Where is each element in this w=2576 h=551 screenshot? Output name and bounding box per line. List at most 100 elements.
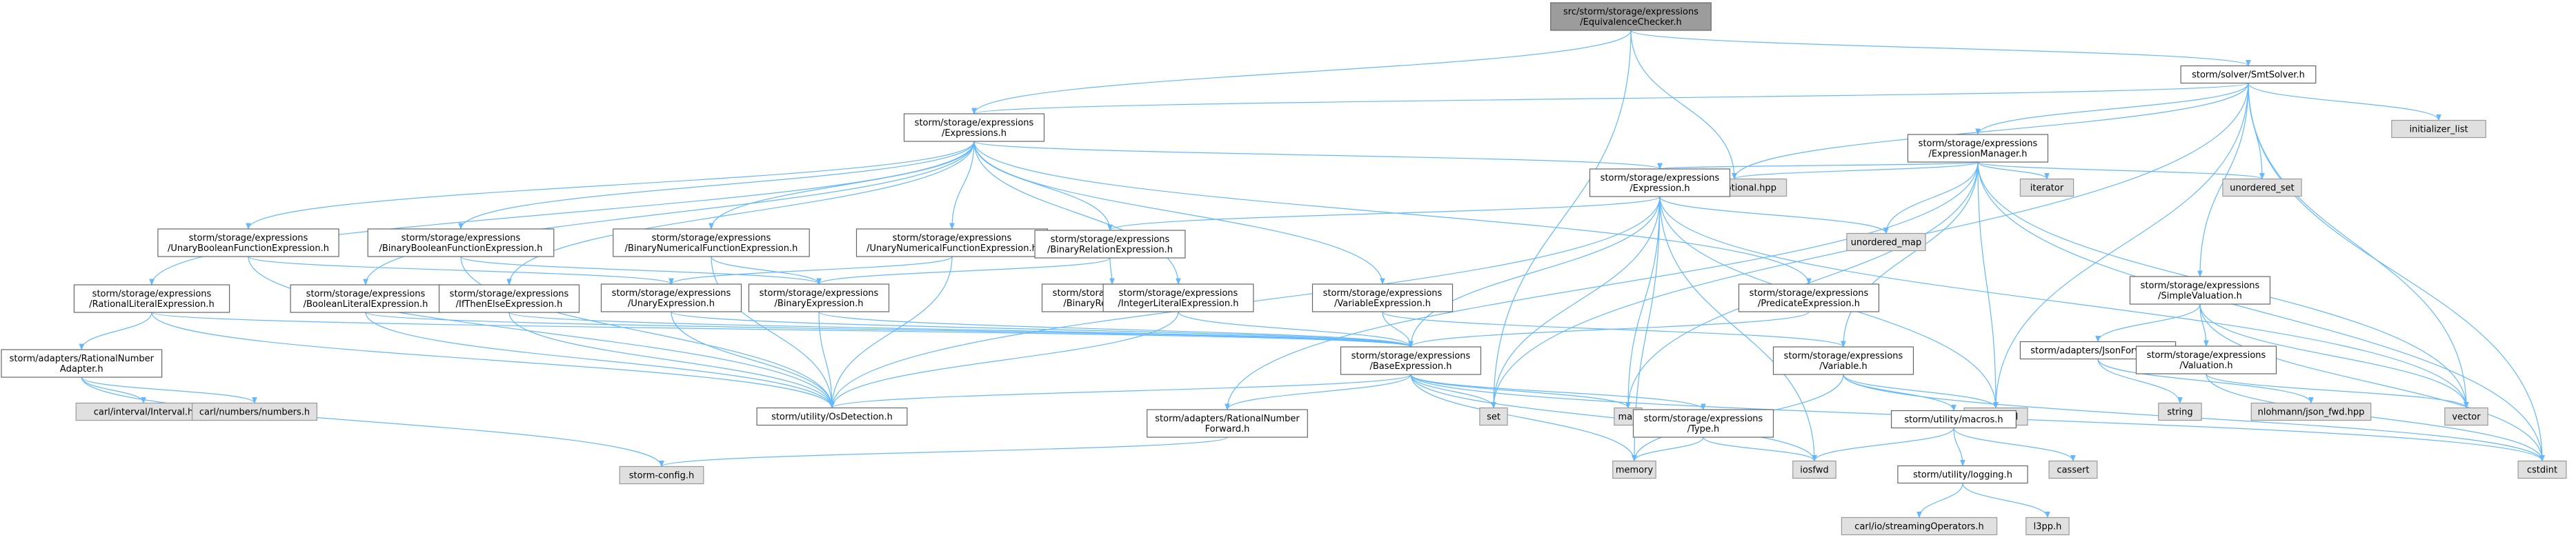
node-box	[1311, 283, 1454, 312]
node-storm-storage-expressions-unarybooleanfunctionexpression-h[interactable]: storm/storage/expressions/UnaryBooleanFu…	[157, 228, 339, 257]
node-box	[1589, 168, 1731, 197]
node-label-line: storm/storage/expressions	[189, 233, 308, 243]
node-label-line: carl/numbers/numbers.h	[199, 408, 310, 418]
node-label-line: storm/adapters/RationalNumber	[1155, 414, 1300, 424]
node-storm-storage-expressions-variableexpression-h[interactable]: storm/storage/expressions/VariableExpres…	[1311, 283, 1454, 312]
node-storm-storage-expressions-booleanliteralexpression-h[interactable]: storm/storage/expressions/BooleanLiteral…	[290, 284, 442, 313]
node-storm-utility-osdetection-h[interactable]: storm/utility/OsDetection.h	[756, 407, 908, 426]
node-carl-numbers-numbers-h[interactable]: carl/numbers/numbers.h	[192, 402, 318, 421]
node-src-storm-storage-expressions-equivalencechecker-h[interactable]: src/storm/storage/expressions/Equivalenc…	[1550, 2, 1712, 31]
node-box	[1632, 409, 1774, 438]
node-storm-storage-expressions-binarybooleanfunctionexpression-h[interactable]: storm/storage/expressions/BinaryBooleanF…	[367, 228, 555, 257]
node-label-line: initializer_list	[2409, 125, 2468, 135]
node-label-line: iosfwd	[1800, 465, 1829, 476]
node-storm-storage-expressions-unaryexpression-h[interactable]: storm/storage/expressions/UnaryExpressio…	[600, 283, 742, 312]
node-label-line: carl/interval/Interval.h	[94, 408, 194, 418]
node-unordered-map[interactable]: unordered_map	[1846, 232, 1926, 252]
node-label-line: /BinaryNumericalFunctionExpression.h	[625, 243, 798, 254]
node-label-line: /PredicateExpression.h	[1758, 299, 1860, 309]
node-vector[interactable]: vector	[2444, 407, 2488, 426]
edge-n1-n5	[2248, 83, 2441, 121]
edge-n0-n33	[1491, 30, 1632, 409]
node-storm-config-h[interactable]: storm-config.h	[619, 465, 704, 485]
edge-n3-n7	[1977, 161, 2265, 180]
node-storm-utility-macros-h[interactable]: storm/utility/macros.h	[1891, 410, 2017, 429]
edge-n40-n43	[1632, 437, 1704, 462]
node-storm-storage-expressions-type-h[interactable]: storm/storage/expressions/Type.h	[1632, 409, 1774, 438]
node-storm-storage-expressions-valuation-h[interactable]: storm/storage/expressions/Valuation.h	[2135, 345, 2277, 374]
node-box	[2135, 345, 2277, 374]
edge-n2-n21	[973, 141, 1181, 285]
edge-n14-n20	[1109, 257, 1115, 285]
edge-n24-n46	[2199, 303, 2545, 462]
node-box	[192, 402, 318, 421]
node-iosfwd[interactable]: iosfwd	[1792, 460, 1836, 479]
node-label-line: Forward.h	[1205, 424, 1250, 434]
node-carl-interval-interval-h[interactable]: carl/interval/Interval.h	[75, 402, 212, 421]
node-l3pp-h[interactable]: l3pp.h	[2025, 517, 2070, 536]
node-storm-storage-expressions-variable-h[interactable]: storm/storage/expressions/Variable.h	[1772, 346, 1914, 375]
node-storm-storage-expressions-binaryrelationexpression-h[interactable]: storm/storage/expressions/BinaryRelation…	[1034, 230, 1186, 259]
node-label-line: storm/storage/expressions	[760, 288, 879, 299]
node-storm-utility-logging-h[interactable]: storm/utility/logging.h	[1897, 465, 2028, 484]
node-box	[748, 283, 890, 312]
node-label-line: storm/storage/expressions	[652, 233, 771, 243]
node-storm-storage-expressions-expressions-h[interactable]: storm/storage/expressions/Expressions.h	[903, 113, 1045, 142]
node-label-line: storm/storage/expressions	[1784, 351, 1903, 361]
node-storm-storage-expressions-binarynumericalfunctionexpression-h[interactable]: storm/storage/expressions/BinaryNumerica…	[613, 228, 810, 257]
node-storm-storage-expressions-integerliteralexpression-h[interactable]: storm/storage/expressions/IntegerLiteral…	[1102, 283, 1254, 312]
edge-n17-n32	[508, 312, 835, 409]
node-box	[2025, 517, 2070, 536]
node-label-line: l3pp.h	[2034, 522, 2062, 532]
node-storm-solver-smtsolver-h[interactable]: storm/solver/SmtSolver.h	[2180, 65, 2317, 84]
node-box	[619, 465, 704, 485]
node-box	[1102, 283, 1254, 312]
edge-n40-n44	[1703, 437, 1817, 462]
edge-n13-n32	[829, 256, 953, 409]
node-box	[1738, 283, 1880, 312]
node-storm-storage-expressions-expression-h[interactable]: storm/storage/expressions/Expression.h	[1589, 168, 1731, 197]
node-storm-storage-expressions-rationalliteralexpression-h[interactable]: storm/storage/expressions/RationalLitera…	[73, 284, 230, 313]
edge-n25-n42	[81, 377, 664, 468]
node-cassert[interactable]: cassert	[2048, 460, 2098, 479]
node-label-line: storm/storage/expressions	[915, 118, 1034, 128]
node-label-line: storm/solver/SmtSolver.h	[2192, 70, 2305, 81]
node-label-line: carl/io/streamingOperators.h	[1854, 522, 1983, 532]
node-box	[73, 284, 230, 313]
node-string[interactable]: string	[2158, 402, 2202, 421]
node-label-line: storm/utility/logging.h	[1913, 470, 2012, 481]
node-carl-io-streamingoperators-h[interactable]: carl/io/streamingOperators.h	[1841, 517, 1998, 536]
edge-n11-n32	[460, 256, 835, 409]
node-set[interactable]: set	[1479, 407, 1508, 426]
node-box	[1897, 465, 2028, 484]
node-cstdint[interactable]: cstdint	[2517, 460, 2567, 479]
edge-n11-n19	[460, 256, 822, 285]
node-storm-storage-expressions-baseexpression-h[interactable]: storm/storage/expressions/BaseExpression…	[1340, 346, 1482, 375]
node-nlohmann-json-fwd-hpp[interactable]: nlohmann/json_fwd.hpp	[2250, 402, 2372, 421]
node-label-line: storm/storage/expressions	[2141, 281, 2260, 291]
node-storm-storage-expressions-simplevaluation-h[interactable]: storm/storage/expressions/SimpleValuatio…	[2129, 276, 2271, 305]
node-storm-storage-expressions-unarynumericalfunctionexpression-h[interactable]: storm/storage/expressions/UnaryNumerical…	[855, 228, 1049, 257]
node-storm-storage-expressions-ifthenelseexpression-h[interactable]: storm/storage/expressions/IfThenElseExpr…	[438, 284, 580, 313]
node-storm-storage-expressions-expressionmanager-h[interactable]: storm/storage/expressions/ExpressionMana…	[1907, 134, 2049, 163]
node-label-line: storm/storage/expressions	[1644, 414, 1763, 424]
node-label-line: memory	[1616, 465, 1654, 476]
edge-n27-n41	[1843, 374, 1956, 412]
edge-n28-n37	[2097, 359, 2314, 404]
node-storm-storage-expressions-predicateexpression-h[interactable]: storm/storage/expressions/PredicateExpre…	[1738, 283, 1880, 312]
node-iterator[interactable]: iterator	[2019, 178, 2074, 197]
edge-n25-n30	[81, 377, 146, 404]
edge-n8-n38	[1659, 196, 2469, 409]
node-memory[interactable]: memory	[1612, 460, 1656, 479]
edge-n2-n15	[149, 141, 975, 285]
node-initializer-list[interactable]: initializer_list	[2391, 119, 2486, 139]
node-label-line: /EquivalenceChecker.h	[1580, 17, 1681, 28]
node-box	[600, 283, 742, 312]
node-box	[1891, 410, 2017, 429]
node-unordered-set[interactable]: unordered_set	[2222, 178, 2302, 197]
node-box	[2180, 65, 2317, 84]
node-label-line: storm-config.h	[629, 471, 694, 481]
node-storm-storage-expressions-binaryexpression-h[interactable]: storm/storage/expressions/BinaryExpressi…	[748, 283, 890, 312]
